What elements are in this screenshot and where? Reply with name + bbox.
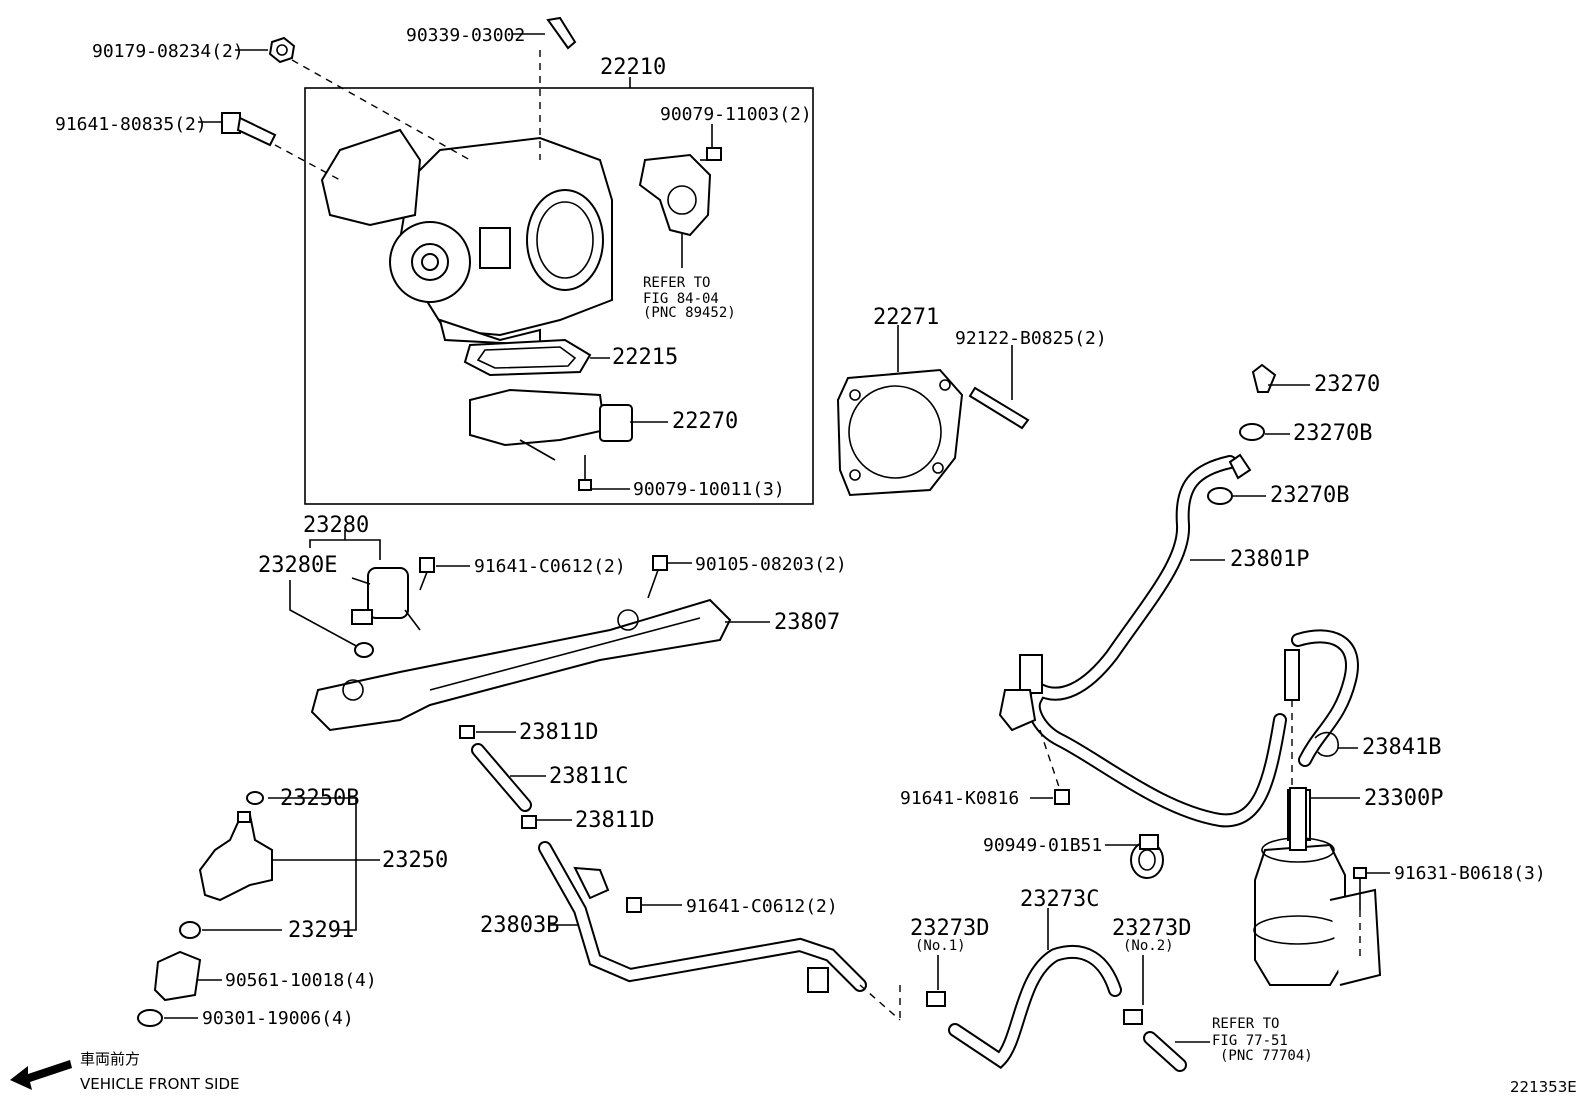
- diagram-code: 221353E: [1510, 1078, 1577, 1096]
- label-23811D-1: 23811D: [519, 720, 598, 745]
- insulator-23291: [179, 921, 201, 939]
- label-23841B: 23841B: [1362, 735, 1441, 760]
- label-23300P: 23300P: [1364, 786, 1443, 811]
- label-23270B-2: 23270B: [1270, 483, 1349, 508]
- nut-90179-08234: [235, 36, 471, 161]
- injector-23250: [198, 811, 273, 902]
- label-22271: 22271: [873, 305, 939, 330]
- clip-23811D-2: [521, 815, 572, 829]
- label-90105-08203: 90105-08203(2): [695, 554, 847, 575]
- label-23273D-2: 23273D: [1112, 916, 1191, 941]
- label-23801P: 23801P: [1230, 547, 1309, 572]
- front-arrow-icon: [10, 1060, 72, 1090]
- label-90949-01B51: 90949-01B51: [983, 835, 1102, 856]
- clip-23273D-1: [926, 991, 946, 1007]
- pressure-regulator-23280: [351, 567, 421, 658]
- label-91631-B0618: 91631-B0618(3): [1394, 863, 1546, 884]
- fuel-pipe-23803B: [538, 841, 901, 1021]
- label-22215: 22215: [612, 345, 678, 370]
- label-23280: 23280: [303, 513, 369, 538]
- label-90301-19006: 90301-19006(4): [202, 1008, 354, 1029]
- label-22210: 22210: [600, 55, 666, 80]
- label-23273D-2-sub: (No.2): [1123, 938, 1174, 954]
- group-box-22210: [304, 87, 814, 505]
- isc-valve-22270: [469, 388, 668, 461]
- fuel-rail-23807: [310, 598, 770, 732]
- clip-23841B: [1314, 731, 1358, 757]
- label-92122-B0825: 92122-B0825(2): [955, 328, 1107, 349]
- ref1-line3: (PNC 89452): [643, 305, 736, 321]
- ref2-line3: (PNC 77704): [1220, 1048, 1313, 1064]
- label-90179-08234: 90179-08234(2): [92, 41, 244, 62]
- label-23250: 23250: [382, 848, 448, 873]
- label-90079-11003: 90079-11003(2): [660, 104, 812, 125]
- label-23280E: 23280E: [258, 553, 337, 578]
- cushion-90561-10018: [153, 950, 222, 1002]
- label-23811D-2: 23811D: [575, 808, 654, 833]
- clip-23273D-2: [1123, 1009, 1143, 1025]
- label-23811C: 23811C: [549, 764, 628, 789]
- label-91641-K0816: 91641-K0816: [900, 788, 1019, 809]
- label-90079-10011: 90079-10011(3): [633, 479, 785, 500]
- label-23270: 23270: [1314, 372, 1380, 397]
- bolt-91641-C0612-a: [419, 557, 470, 591]
- bolt-90105-08203: [647, 555, 692, 599]
- label-23803B: 23803B: [480, 913, 559, 938]
- label-23270B-1: 23270B: [1293, 421, 1372, 446]
- oring-23250B: [246, 791, 264, 805]
- screw-90079-10011: [578, 455, 630, 491]
- gasket-22271: [836, 325, 964, 497]
- bolt-91631-B0618: [1353, 867, 1390, 960]
- gasket-22215: [463, 338, 610, 377]
- label-91641-C0612-b: 91641-C0612(2): [686, 896, 838, 917]
- label-90339-03002: 90339-03002: [406, 25, 525, 46]
- clamp-90949-01B51: [1105, 834, 1164, 879]
- hose-23811C: [471, 743, 546, 812]
- label-91641-80835: 91641-80835(2): [55, 114, 207, 135]
- stud-92122-B0825: [968, 345, 1030, 430]
- fuel-pump-hose: [1284, 629, 1359, 830]
- gasket-23270B-2: [1207, 487, 1233, 505]
- pipe-ref-77-51: [1143, 1031, 1210, 1072]
- fuel-pipe-23801P: [998, 453, 1287, 828]
- ref1-line2: FIG 84-04: [643, 291, 719, 307]
- label-23273D-1-sub: (No.1): [915, 938, 966, 954]
- bolt-91641-C0612-b: [626, 897, 682, 913]
- ref2-line1: REFER TO: [1212, 1016, 1279, 1032]
- label-90561-10018: 90561-10018(4): [225, 970, 377, 991]
- ref2-line2: FIG 77-51: [1212, 1033, 1288, 1049]
- hose-23273C: [948, 908, 1122, 1070]
- legend-japanese: 車両前方: [80, 1050, 140, 1068]
- gasket-23270B-1: [1239, 423, 1265, 441]
- screw-90079-11003: [700, 124, 722, 161]
- fuel-filter-body: [1253, 787, 1382, 986]
- label-23291: 23291: [288, 918, 354, 943]
- oring-90301-19006: [137, 1009, 163, 1027]
- bolt-91641-80835: [198, 112, 341, 181]
- label-23807: 23807: [774, 610, 840, 635]
- label-23273D-1: 23273D: [910, 916, 989, 941]
- clip-23811D-1: [459, 725, 516, 739]
- throttle-bracket: [320, 128, 422, 227]
- label-22270: 22270: [672, 409, 738, 434]
- throttle-bore: [526, 189, 604, 291]
- bolt-91641-K0816: [1030, 729, 1070, 805]
- throttle-body: [320, 128, 613, 347]
- label-23273C: 23273C: [1020, 887, 1099, 912]
- fuel-damper-23270: [1251, 363, 1310, 393]
- sensor-90339-03002: [512, 16, 577, 160]
- legend-english: VEHICLE FRONT SIDE: [80, 1075, 240, 1093]
- label-91641-C0612-a: 91641-C0612(2): [474, 556, 626, 577]
- throttle-sensor: [638, 153, 712, 268]
- ref1-line1: REFER TO: [643, 275, 710, 291]
- label-23250B: 23250B: [280, 786, 359, 811]
- oring-23280E: [354, 642, 374, 658]
